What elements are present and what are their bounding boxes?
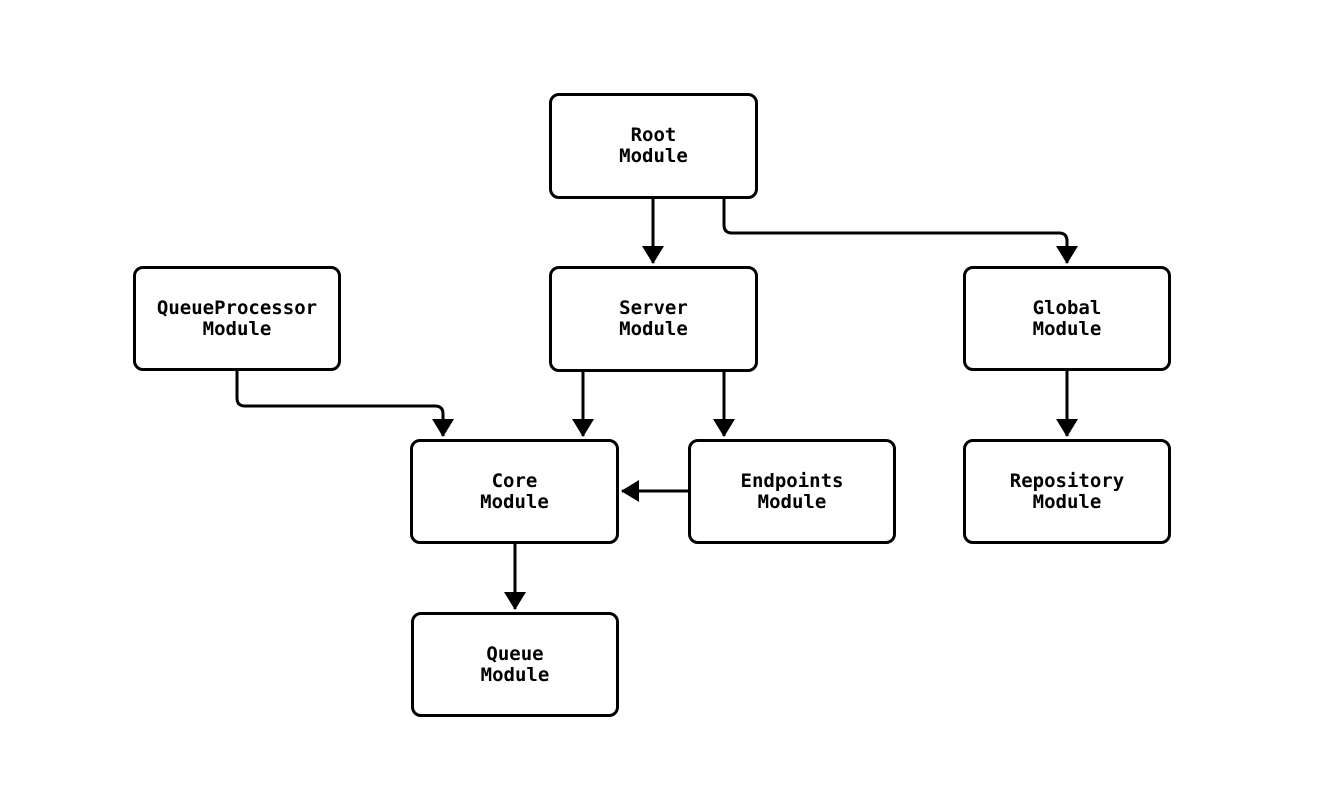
node-root-module-label: Root Module — [619, 124, 688, 167]
node-repository-module-label: Repository Module — [1009, 469, 1125, 513]
node-endpoints-module: Endpoints Module — [688, 439, 896, 544]
node-global-module-label: Global Module — [1032, 296, 1102, 340]
node-core-module-label: Core Module — [480, 469, 549, 513]
node-global-module: Global Module — [963, 266, 1171, 371]
node-queue-module: Queue Module — [411, 612, 619, 717]
node-server-module-label: Server Module — [619, 297, 688, 340]
node-queueprocessor-module: QueueProcessor Module — [133, 266, 341, 371]
node-server-module: Server Module — [549, 266, 758, 372]
node-queue-module-label: Queue Module — [480, 642, 550, 686]
node-core-module: Core Module — [410, 439, 619, 544]
node-root-module: Root Module — [549, 93, 758, 199]
node-repository-module: Repository Module — [963, 439, 1171, 544]
node-endpoints-module-label: Endpoints Module — [740, 469, 844, 513]
edge-root-to-global — [722, 199, 1078, 264]
node-queueprocessor-module-label: QueueProcessor Module — [156, 296, 318, 340]
edge-queueprocessor-to-core — [235, 371, 454, 437]
